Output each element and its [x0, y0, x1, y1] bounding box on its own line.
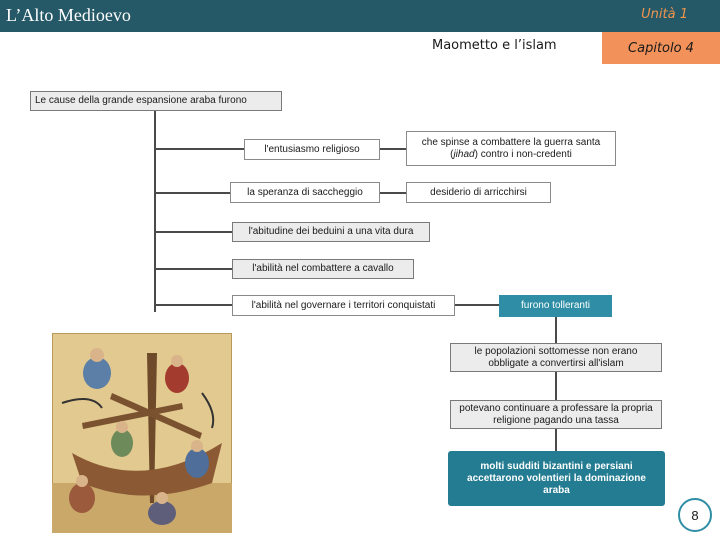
root-node: Le cause della grande espansione araba f… [30, 91, 282, 111]
effect-label: le popolazioni sottomesse non erano obbl… [474, 345, 638, 369]
link-conversion-down [555, 372, 557, 400]
effect-label: furono tolleranti [521, 300, 590, 311]
header-bar: L’Alto Medioevo Unità 1 [0, 0, 720, 32]
branch-line-plunder [154, 192, 230, 194]
link-plunder-effect [380, 192, 406, 194]
root-node-label: Le cause della grande espansione araba f… [35, 95, 247, 106]
cause-label: l'abilità nel governare i territori conq… [251, 299, 436, 311]
effect-tolerance-node: furono tolleranti [499, 295, 612, 317]
trunk-line [154, 110, 156, 312]
branch-line-religious [154, 148, 244, 150]
effect-label: molti sudditi bizantini e persiani accet… [467, 460, 646, 496]
cause-govern-node: l'abilità nel governare i territori conq… [232, 295, 455, 316]
link-religious-effect [380, 148, 406, 150]
effect-text-part: che spinse a combattere la guerra santa [421, 136, 601, 148]
cause-label: l'entusiasmo religioso [264, 143, 360, 155]
cause-label: l'abitudine dei beduini a una vita dura [248, 226, 414, 237]
link-tolerance-down [555, 317, 557, 343]
page-number: 8 [691, 507, 699, 523]
cause-plunder-node: la speranza di saccheggio [230, 182, 380, 203]
branch-line-govern [154, 304, 232, 306]
cause-religious-node: l'entusiasmo religioso [244, 139, 380, 160]
jihad-term: jihad [453, 148, 475, 160]
cause-bedouin-node: l'abitudine dei beduini a una vita dura [232, 222, 430, 242]
effect-acceptance-node: molti sudditi bizantini e persiani accet… [448, 451, 665, 506]
lesson-title: Maometto e l’islam [432, 38, 557, 53]
effect-enrichment-node: desiderio di arricchirsi [406, 182, 551, 203]
effect-label: desiderio di arricchirsi [430, 186, 527, 198]
chapter-label: Capitolo 4 [602, 32, 720, 64]
effect-label: potevano continuare a professare la prop… [459, 402, 653, 426]
link-tax-down [555, 429, 557, 451]
cause-label: l'abilità nel combattere a cavallo [252, 263, 394, 274]
branch-line-cavalry [154, 268, 232, 270]
course-title: L’Alto Medioevo [6, 5, 131, 25]
effect-label: che spinse a combattere la guerra santa(… [421, 136, 601, 160]
cause-label: la speranza di saccheggio [247, 186, 363, 198]
effect-tax-node: potevano continuare a professare la prop… [450, 400, 662, 429]
link-govern-tolerance [455, 304, 499, 306]
branch-line-bedouin [154, 231, 232, 233]
cause-cavalry-node: l'abilità nel combattere a cavallo [232, 259, 414, 279]
effect-no-conversion-node: le popolazioni sottomesse non erano obbl… [450, 343, 662, 372]
manuscript-illustration [52, 333, 232, 533]
page-number-badge: 8 [678, 498, 712, 532]
effect-holy-war-node: che spinse a combattere la guerra santa(… [406, 131, 616, 166]
unit-label: Unità 1 [641, 7, 688, 22]
effect-text-part: contro i non-credenti [480, 148, 572, 160]
